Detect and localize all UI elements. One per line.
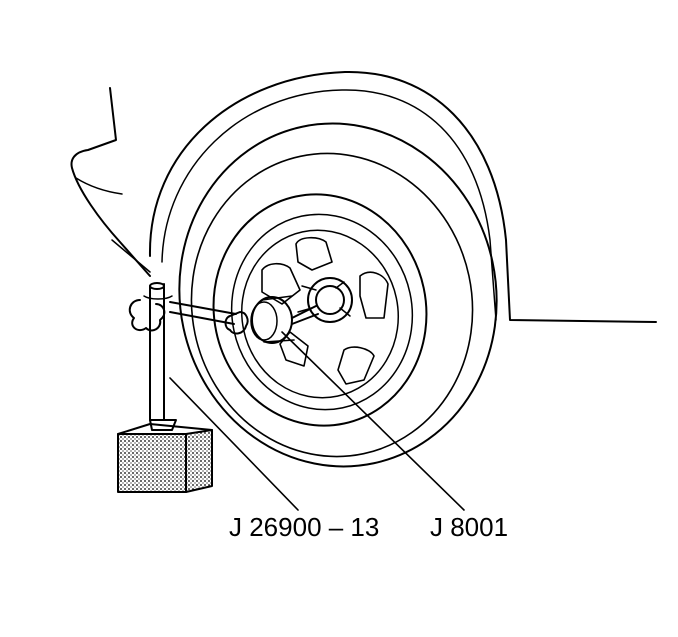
magnetic-base	[117, 423, 213, 493]
leader-line-j8001	[281, 331, 465, 511]
wheel-tire	[178, 122, 498, 468]
callout-j8001: J 8001	[430, 512, 509, 542]
vehicle-fender	[70, 70, 657, 323]
dial-indicator-assembly	[128, 295, 319, 344]
indicator-post	[143, 282, 177, 431]
callout-j26900: J 26900 – 13	[229, 512, 380, 542]
leader-line-j26900	[169, 377, 299, 511]
